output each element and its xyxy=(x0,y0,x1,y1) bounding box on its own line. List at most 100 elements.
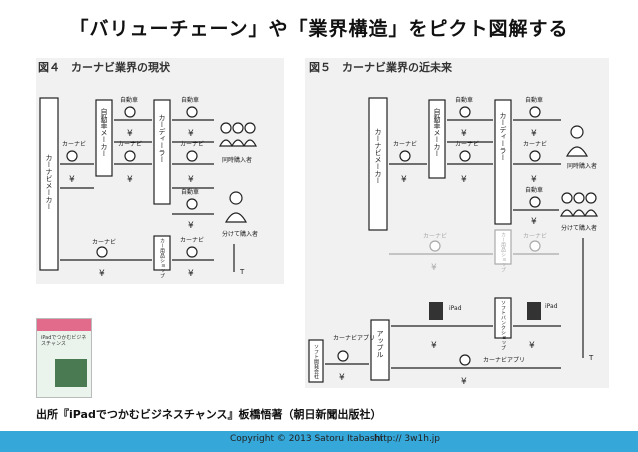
navi-label-5a: カーナビ xyxy=(393,140,417,148)
figure-4-panel: 図４ カーナビ業界の現状 カーナビメーカー 自動車メーカー カーディーラー カー… xyxy=(36,58,284,284)
car-circle-5b xyxy=(529,106,541,118)
navi-label-5e: カーナビ xyxy=(523,232,547,240)
group-buyer-icon-5 xyxy=(560,192,598,217)
navi-app-label-2: カーナビアプリ xyxy=(483,356,525,364)
navi-circle-5b xyxy=(459,150,471,162)
buyer-same-label-5: 同時購入者 xyxy=(567,162,597,170)
dealer-label-5: カーディーラー xyxy=(499,112,507,161)
car-label-5b: 自動車 xyxy=(525,96,543,104)
manufacturer-label-5: カーナビメーカー xyxy=(374,128,382,184)
shop-label-5: カー用品ショップ xyxy=(500,232,506,272)
automaker-box-5 xyxy=(428,99,446,179)
navi-label-5c: カーナビ xyxy=(523,140,547,148)
app-circle-2 xyxy=(459,354,471,366)
navi-circle-5c xyxy=(529,150,541,162)
car-label-1: 自動車 xyxy=(120,96,138,104)
book-cover-photo xyxy=(55,359,87,387)
yen-6: ¥ xyxy=(188,221,194,231)
yen-5h: ¥ xyxy=(431,341,437,351)
navi-label-3: カーナビ xyxy=(180,140,204,148)
soft-dev-label: ソフト開発会社 xyxy=(313,344,319,380)
car-label-2: 自動車 xyxy=(181,96,199,104)
car-label-5c: 自動車 xyxy=(525,186,543,194)
yen-5i: ¥ xyxy=(529,341,535,351)
navi-circle-5a xyxy=(399,150,411,162)
time-axis-label-5: T xyxy=(588,354,594,362)
dealer-label: カーディーラー xyxy=(158,114,166,163)
single-buyer-icon-5 xyxy=(565,125,589,157)
car-circle-3 xyxy=(186,198,198,210)
manufacturer-box xyxy=(39,97,59,271)
ipad-icon-2 xyxy=(527,302,541,320)
yen-3: ¥ xyxy=(69,175,75,185)
apple-box xyxy=(370,319,390,381)
yen-5e: ¥ xyxy=(531,175,537,185)
figure-5-caption: 図５ カーナビ業界の近未来 xyxy=(309,60,453,74)
navi-circle-5 xyxy=(186,246,198,258)
navi-circle-5d xyxy=(429,240,441,252)
yen-5g: ¥ xyxy=(431,263,437,273)
shop-label: カー用品ショップ xyxy=(159,238,165,278)
time-axis-label: T xyxy=(239,268,245,276)
ipad-label-2: iPad xyxy=(545,303,558,310)
navi-app-label-1: カーナビアプリ xyxy=(333,334,375,342)
navi-label-5d: カーナビ xyxy=(423,232,447,240)
softbank-label: ソフトバンクショップ xyxy=(500,300,506,350)
app-circle-1 xyxy=(337,350,349,362)
yen-5b: ¥ xyxy=(531,129,537,139)
yen-5: ¥ xyxy=(188,175,194,185)
automaker-box xyxy=(95,99,113,177)
car-circle-5c xyxy=(529,196,541,208)
manufacturer-box-5 xyxy=(368,97,388,231)
yen-2: ¥ xyxy=(188,129,194,139)
car-label-3: 自動車 xyxy=(181,188,199,196)
yen-5j: ¥ xyxy=(339,373,345,383)
car-circle-5a xyxy=(459,106,471,118)
group-buyer-icon xyxy=(219,122,257,147)
navi-circle-4 xyxy=(96,246,108,258)
navi-label-5b: カーナビ xyxy=(455,140,479,148)
book-cover-band xyxy=(37,319,91,331)
navi-label-4: カーナビ xyxy=(92,238,116,246)
ipad-label-1: iPad xyxy=(449,305,462,312)
figure-4-diagram: 図４ カーナビ業界の現状 カーナビメーカー 自動車メーカー カーディーラー カー… xyxy=(38,60,258,279)
navi-circle-2 xyxy=(124,150,136,162)
dealer-box-5 xyxy=(494,99,512,225)
navi-label-5: カーナビ xyxy=(180,236,204,244)
yen-1: ¥ xyxy=(127,129,133,139)
yen-5k: ¥ xyxy=(461,377,467,387)
yen-4: ¥ xyxy=(127,175,133,185)
yen-5a: ¥ xyxy=(461,129,467,139)
yen-5f: ¥ xyxy=(531,217,537,227)
navi-circle-3 xyxy=(186,150,198,162)
car-label-5a: 自動車 xyxy=(455,96,473,104)
shop-box-5 xyxy=(494,229,512,265)
automaker-label-5: 自動車メーカー xyxy=(433,107,441,157)
source-citation: 出所『iPadでつかむビジネスチャンス』板橋悟著（朝日新聞出版社） xyxy=(36,408,382,421)
navi-circle-1 xyxy=(66,150,78,162)
softbank-box xyxy=(494,297,512,339)
yen-7: ¥ xyxy=(99,269,105,279)
footer-bar: Copyright © 2013 Satoru Itabashi http://… xyxy=(0,431,638,452)
soft-dev-box xyxy=(308,339,324,383)
navi-label-1: カーナビ xyxy=(62,140,86,148)
page-title: 「バリューチェーン」や「業界構造」をピクト図解する xyxy=(69,18,569,40)
car-circle-2 xyxy=(186,106,198,118)
shop-box xyxy=(153,235,171,271)
footer-url[interactable]: http:// 3w1h.jp xyxy=(374,434,441,444)
buyer-sep-label: 分けて購入者 xyxy=(222,230,258,238)
copyright-text: Copyright © 2013 Satoru Itabashi xyxy=(230,434,383,444)
book-cover-image: iPadでつかむビジネスチャンス xyxy=(36,318,92,398)
apple-label: アップル xyxy=(376,330,384,358)
yen-5d: ¥ xyxy=(461,175,467,185)
yen-8: ¥ xyxy=(188,269,194,279)
buyer-same-label: 同時購入者 xyxy=(222,156,252,164)
ipad-icon-1 xyxy=(429,302,443,320)
figure-5-panel: 図５ カーナビ業界の近未来 カーナビメーカー 自動車メーカー カーディーラー カ… xyxy=(305,58,609,388)
yen-5c: ¥ xyxy=(401,175,407,185)
single-buyer-icon xyxy=(224,191,248,223)
figure-4-caption: 図４ カーナビ業界の現状 xyxy=(38,60,171,74)
book-title: iPadでつかむビジネスチャンス xyxy=(41,335,87,347)
figure-5-diagram: 図５ カーナビ業界の近未来 カーナビメーカー 自動車メーカー カーディーラー カ… xyxy=(308,60,598,387)
dealer-box xyxy=(153,99,171,205)
